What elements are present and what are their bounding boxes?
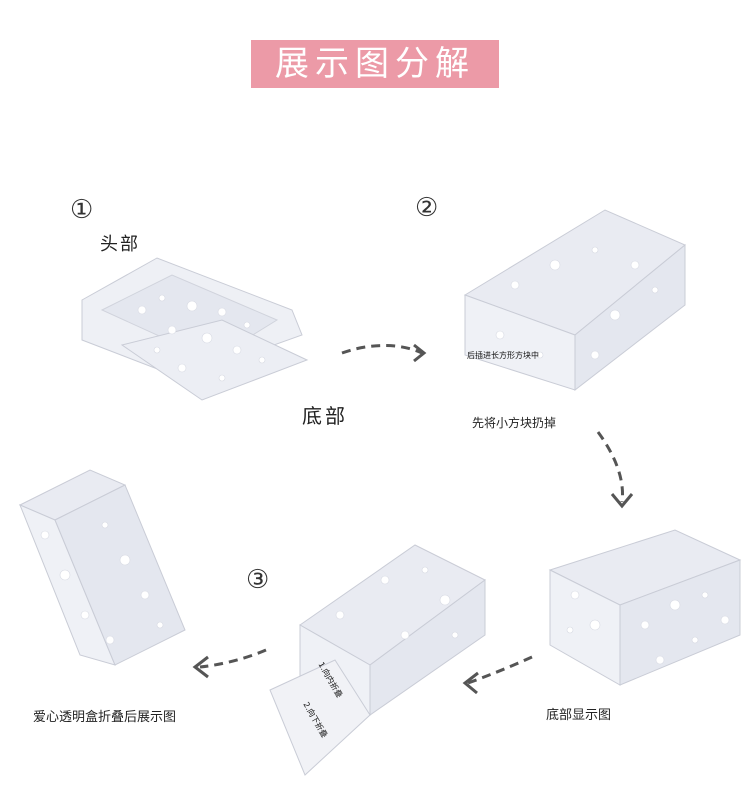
step-1-bottom-label: 底部 (302, 404, 348, 428)
page-title: 展示图分解 (251, 40, 499, 88)
unfolded-box-image (81, 257, 309, 401)
box-bottom-image (548, 529, 742, 686)
arrow-left-icon (192, 648, 267, 679)
arrow-left-icon (462, 655, 533, 695)
folded-box-image (18, 469, 186, 666)
step-1-number: ① (70, 195, 94, 225)
bottom-show-caption: 底部显示图 (546, 708, 612, 723)
step-2-box-note: 后插进长方形方块中 (467, 351, 539, 360)
step-1-top-label: 头部 (100, 234, 140, 255)
final-caption: 爱心透明盒折叠后展示图 (33, 710, 177, 725)
step-2-number: ② (415, 193, 439, 223)
arrow-right-icon (341, 343, 427, 363)
step-2-caption: 先将小方块扔掉 (472, 416, 557, 430)
box-fold-image (269, 544, 486, 776)
step-3-number: ③ (246, 565, 270, 595)
arrow-down-icon (596, 431, 634, 509)
box-insert-image (463, 209, 686, 392)
